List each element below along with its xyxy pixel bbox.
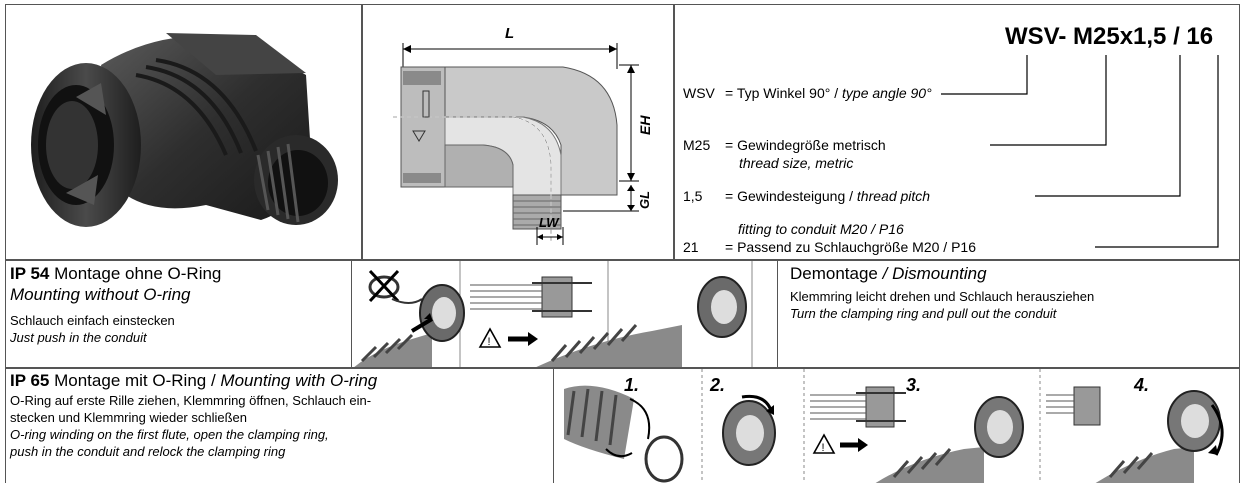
- ip65-text-de-1: O-Ring auf erste Rille ziehen, Klemmring…: [10, 393, 372, 408]
- step-2-open-ring: [722, 394, 776, 466]
- ip65-text-en-1: O-ring winding on the first flute, open …: [10, 427, 329, 442]
- dim-l-label: L: [505, 25, 515, 42]
- warning-triangle-icon: !: [478, 327, 502, 348]
- ip65-text-cell: IP 65 Montage mit O-Ring / Mounting with…: [5, 368, 553, 483]
- code-leader-lines: [941, 55, 1219, 248]
- svg-text:!: !: [822, 442, 825, 454]
- code-key: WSV: [683, 85, 715, 101]
- dismount-text-de: Klemmring leicht drehen und Schlauch her…: [790, 289, 1095, 304]
- ip65-steps-illustration: !: [564, 369, 1224, 483]
- dim-lw-label: LW: [539, 215, 559, 230]
- ip54-text-de: Schlauch einfach einstecken: [10, 313, 175, 328]
- ip54-mounting-illustration: !: [354, 261, 753, 367]
- type-code-cell: WSV- M25x1,5 / 16 WSV = Typ Winkel 90° /…: [674, 4, 1240, 260]
- step-1-label: 1.: [624, 375, 640, 395]
- ip65-steps-cell: ! 1. 2. 3. 4.: [553, 368, 1240, 483]
- code-key: M25: [683, 137, 711, 153]
- dismount-text-en: Turn the clamping ring and pull out the …: [790, 306, 1057, 321]
- ip65-title: IP 65 Montage mit O-Ring / Mounting with…: [10, 371, 378, 390]
- code-desc-de: = Typ Winkel 90° / type angle 90°: [725, 85, 932, 101]
- step-3-push-in: !: [810, 386, 1024, 483]
- code-desc-en: thread size, metric: [739, 155, 854, 171]
- crossed-oring-icon: [368, 269, 423, 304]
- code-desc-de: = Gewindesteigung / thread pitch: [725, 188, 931, 204]
- dismount-text-cell: Demontage / Dismounting Klemmring leicht…: [778, 260, 1240, 368]
- technical-drawing-cell: L EH GL LW: [362, 4, 674, 260]
- ip54-illustration-cell: !: [351, 260, 778, 368]
- svg-text:!: !: [488, 336, 491, 348]
- step-4-label: 4.: [1134, 375, 1150, 395]
- dim-eh-label: EH: [637, 115, 653, 135]
- dimension-drawing: [393, 43, 639, 245]
- step-4-relock: [1046, 386, 1224, 483]
- type-code-title: WSV- M25x1,5 / 16: [1005, 23, 1214, 50]
- ip54-text-en: Just push in the conduit: [10, 330, 147, 345]
- angled-fitting-photo: [31, 33, 338, 227]
- ip65-text-de-2: stecken und Klemmring wieder schließen: [10, 410, 247, 425]
- dismount-title: Demontage / Dismounting: [790, 264, 987, 283]
- step-1-oring: [564, 385, 684, 483]
- conduit-english-text: fitting to conduit M20 / P16: [738, 221, 904, 237]
- step-3-label: 3.: [906, 375, 922, 395]
- ip54-title-en: Mounting without O-ring: [10, 285, 191, 304]
- code-key: 21: [683, 239, 699, 255]
- dim-gl-label: GL: [637, 190, 652, 209]
- code-key: 1,5: [683, 188, 703, 204]
- ip54-text-cell: IP 54 Montage ohne O-Ring Mounting witho…: [5, 260, 351, 368]
- ip65-text-en-2: push in the conduit and relock the clamp…: [10, 444, 286, 459]
- code-desc-de: = Gewindegröße metrisch: [725, 137, 886, 153]
- code-desc-de: = Passend zu Schlauchgröße M20 / P16: [725, 239, 976, 255]
- step-2-label: 2.: [710, 375, 726, 395]
- ip54-title: IP 54 Montage ohne O-Ring: [10, 264, 222, 283]
- product-photo-cell: [5, 4, 362, 260]
